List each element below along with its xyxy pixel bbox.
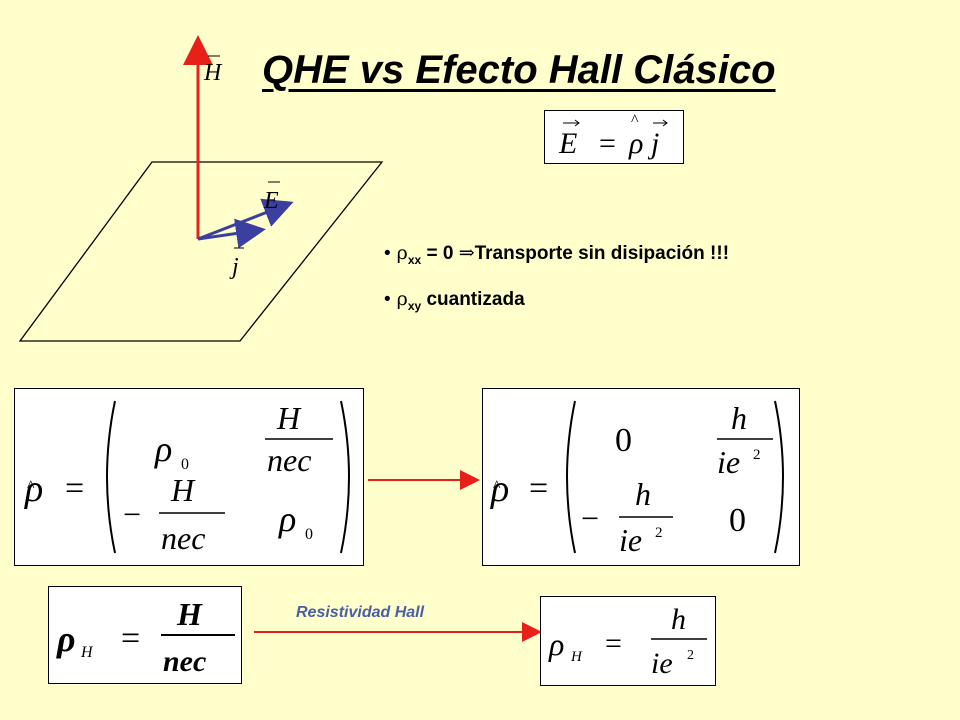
hall-quantum-box: ρ H = h ie 2 <box>540 596 716 686</box>
svg-text:=: = <box>605 627 622 660</box>
svg-text:j: j <box>647 127 659 160</box>
svg-text:j: j <box>229 254 239 280</box>
svg-text:H: H <box>176 596 203 632</box>
hall-resistivity-label: Resistividad Hall <box>296 604 425 621</box>
ohm-equation: E = ^ ρ j <box>558 112 668 160</box>
svg-text:=: = <box>529 470 548 507</box>
svg-text:H: H <box>80 644 94 661</box>
j-label: j <box>229 247 244 280</box>
svg-text:E: E <box>558 127 577 160</box>
bullet-rho-xy: •ρxy cuantizada <box>384 288 525 313</box>
svg-text:=: = <box>121 620 140 657</box>
svg-text:0: 0 <box>305 526 313 543</box>
e-label: E <box>263 181 280 214</box>
quantum-matrix-box: ^ ρ = 0 h ie 2 − h ie 2 0 <box>482 388 800 566</box>
quantum-matrix: ^ ρ = 0 h ie 2 − h ie 2 0 <box>490 400 784 558</box>
bullet-list: •ρxx = 0 ⇒Transporte sin disipación !!! … <box>384 242 729 334</box>
classical-matrix: ^ ρ = ρ 0 H nec − H nec ρ 0 <box>24 400 350 556</box>
hall-classical-box: ρ H = H nec <box>48 586 242 684</box>
svg-text:=: = <box>65 470 84 507</box>
hall-classical-equation: ρ H = H nec <box>56 596 235 678</box>
svg-text:ρ: ρ <box>548 626 564 662</box>
svg-text:H: H <box>570 649 583 665</box>
svg-text:nec: nec <box>161 520 205 556</box>
svg-text:ie: ie <box>619 522 642 558</box>
svg-text:^: ^ <box>631 112 639 129</box>
svg-text:ie: ie <box>651 647 673 680</box>
hall-quantum-equation: ρ H = h ie 2 <box>548 603 707 680</box>
hall-connector-arrow <box>254 622 542 642</box>
svg-text:h: h <box>671 603 686 636</box>
svg-text:0: 0 <box>729 502 746 539</box>
matrix-connector-arrow <box>368 470 480 490</box>
svg-text:=: = <box>599 127 616 160</box>
svg-text:H: H <box>203 60 223 86</box>
svg-text:nec: nec <box>163 645 206 678</box>
classical-matrix-box: ^ ρ = ρ 0 H nec − H nec ρ 0 <box>14 388 364 566</box>
current-arrow <box>197 218 266 249</box>
svg-text:ρ: ρ <box>490 468 509 510</box>
svg-text:h: h <box>731 400 747 436</box>
ohm-equation-box: E = ^ ρ j <box>544 110 684 164</box>
svg-text:ρ: ρ <box>154 429 172 469</box>
svg-text:E: E <box>263 188 279 214</box>
svg-text:2: 2 <box>753 447 761 463</box>
svg-text:ie: ie <box>717 444 740 480</box>
svg-text:ρ: ρ <box>56 619 76 659</box>
svg-text:−: − <box>581 500 599 536</box>
vector-diagram: H E j <box>18 35 384 342</box>
svg-text:h: h <box>635 476 651 512</box>
svg-text:2: 2 <box>655 525 663 541</box>
svg-text:2: 2 <box>687 648 694 663</box>
bullet-rho-xx: •ρxx = 0 ⇒Transporte sin disipación !!! <box>384 242 730 267</box>
svg-text:ρ: ρ <box>24 468 43 510</box>
svg-text:0: 0 <box>615 422 632 459</box>
svg-text:^: ^ <box>493 478 501 495</box>
h-label: H <box>203 55 223 86</box>
plane <box>18 161 384 342</box>
svg-text:^: ^ <box>27 478 35 495</box>
svg-text:ρ: ρ <box>278 499 296 539</box>
svg-text:−: − <box>123 496 141 532</box>
slide-title: QHE vs Efecto Hall Clásico <box>262 48 776 92</box>
svg-text:nec: nec <box>267 442 311 478</box>
svg-text:ρ: ρ <box>628 127 643 160</box>
svg-text:0: 0 <box>181 456 189 473</box>
svg-text:H: H <box>276 400 302 436</box>
svg-text:H: H <box>170 472 196 508</box>
